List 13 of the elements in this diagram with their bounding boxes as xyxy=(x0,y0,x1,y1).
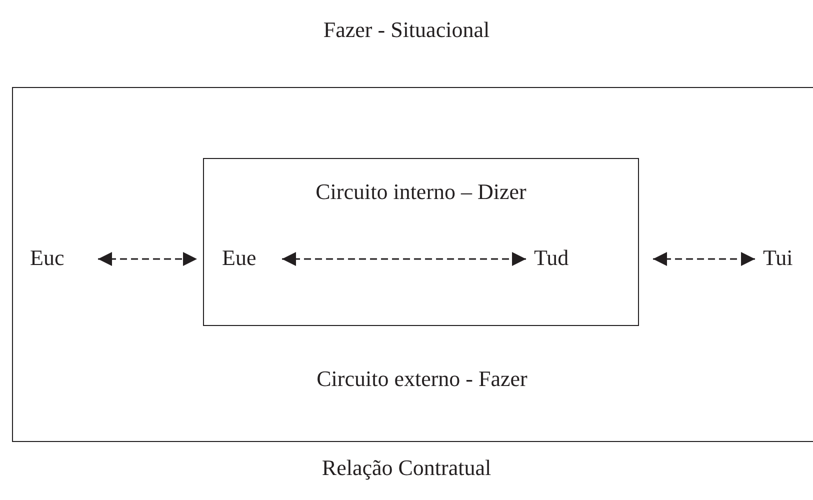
double-arrow xyxy=(98,252,197,266)
inner-circuit-box xyxy=(203,158,639,326)
box-heading: Circuito externo - Fazer xyxy=(316,366,528,392)
participant-label: Tud xyxy=(534,245,570,271)
participant-label: Tui xyxy=(763,245,794,271)
participant-label: Eue xyxy=(222,245,258,271)
participant-label: Euc xyxy=(30,245,66,271)
double-arrow xyxy=(653,252,755,266)
diagram-caption: Relação Contratual xyxy=(320,455,492,481)
diagram-title: Fazer - Situacional xyxy=(322,17,491,43)
box-heading: Circuito interno – Dizer xyxy=(314,179,528,205)
outer-circuit-box xyxy=(12,87,813,442)
double-arrow xyxy=(282,252,526,266)
